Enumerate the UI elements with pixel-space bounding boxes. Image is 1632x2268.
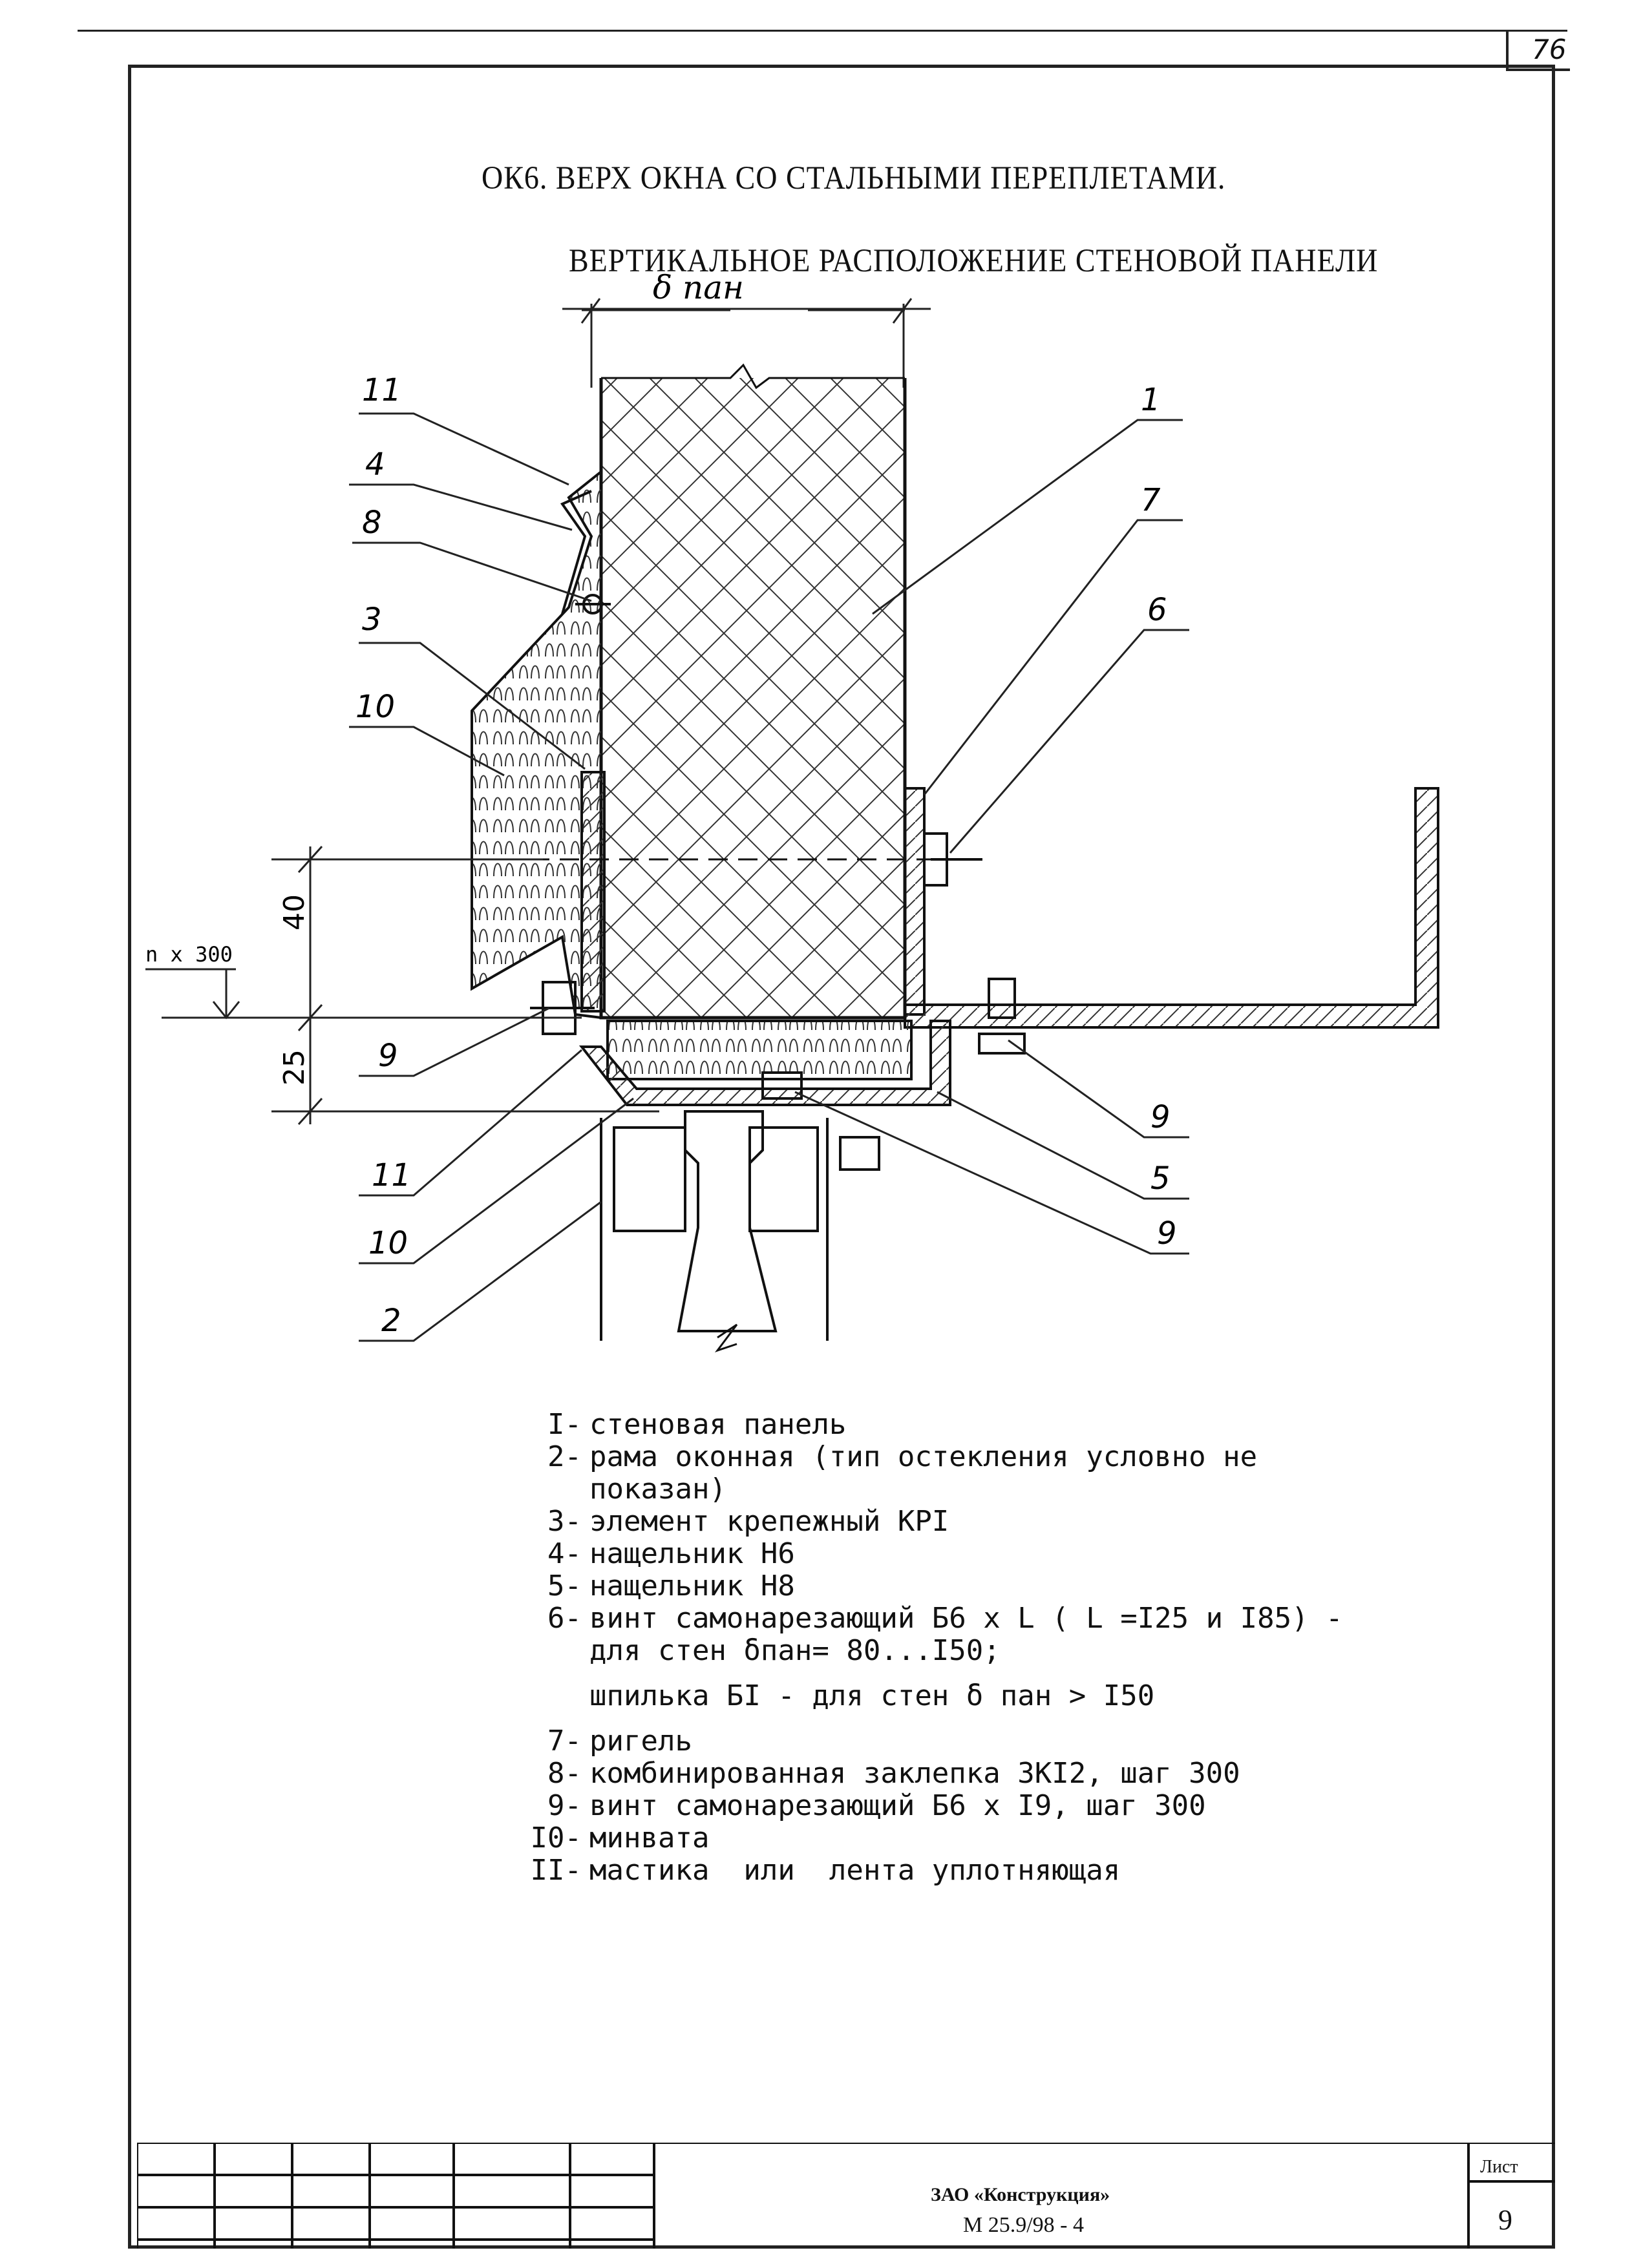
window-frame <box>600 1110 829 1352</box>
wall-panel <box>599 363 907 1020</box>
top-border-line <box>78 30 1567 32</box>
flashing-assembly <box>471 470 611 1019</box>
legend-item: I-стеновая панель <box>547 1408 847 1441</box>
legend-item: 8-комбинированная заклепка ЗКI2, шаг 300 <box>547 1757 1240 1790</box>
sheet-number: 9 <box>1498 2204 1512 2236</box>
drawing-title: ОК6. ВЕРХ ОКНА СО СТАЛЬНЫМИ ПЕРЕПЛЕТАМИ.… <box>465 116 1378 322</box>
callout-9-left: 9 <box>378 1038 398 1074</box>
panel-thickness-label: δ пан <box>653 269 744 306</box>
callout-7: 7 <box>1141 482 1161 518</box>
girder-and-bolt <box>530 787 982 1016</box>
callout-9-bottom: 9 <box>1157 1215 1177 1252</box>
legend-item: I0-минвата <box>530 1822 710 1854</box>
document-code: М 25.9/98 - 4 <box>963 2213 1084 2237</box>
title-line-1: ОК6. ВЕРХ ОКНА СО СТАЛЬНЫМИ ПЕРЕПЛЕТАМИ. <box>482 160 1226 196</box>
level-mark-label: n x 300 <box>145 942 233 967</box>
legend-item: 4-нащельник Н6 <box>547 1537 795 1570</box>
callout-1: 1 <box>1141 382 1161 418</box>
legend-item: 9-винт самонарезающий Б6 x I9, шаг 300 <box>547 1789 1206 1822</box>
dimension-25: 25 <box>278 1049 311 1086</box>
dimension-40: 40 <box>278 894 311 930</box>
legend-item-continued: для стен δпан= 80...I50; <box>589 1634 1001 1667</box>
sheet-label: Лист <box>1480 2157 1518 2177</box>
legend-item-continued: шпилька БI - для стен δ пан > I50 <box>589 1679 1155 1712</box>
callout-2: 2 <box>381 1303 401 1339</box>
legend-item: 6-винт самонарезающий Б6 x L ( L =I25 и … <box>547 1602 1343 1635</box>
bottom-flashing <box>578 1020 951 1106</box>
bolts <box>530 978 1026 1171</box>
legend-item: II-мастика или лента уплотняющая <box>530 1854 1121 1887</box>
panel-thickness-dimension <box>562 298 931 388</box>
callout-5: 5 <box>1150 1160 1171 1197</box>
title-line-2: ВЕРТИКАЛЬНОЕ РАСПОЛОЖЕНИЕ СТЕНОВОЙ ПАНЕЛ… <box>569 242 1379 278</box>
legend-item: 7-ригель <box>547 1725 692 1758</box>
organization-name: ЗАО «Конструкция» <box>931 2184 1110 2205</box>
title-block-grid <box>137 2143 1555 2249</box>
callout-9-right: 9 <box>1150 1099 1171 1135</box>
callout-11-top: 11 <box>362 372 401 408</box>
callout-10-bottom: 10 <box>368 1225 408 1261</box>
callout-11-bottom: 11 <box>372 1157 411 1193</box>
steel-channel <box>904 787 1439 1029</box>
page-number: 76 <box>1532 34 1567 65</box>
legend-item: 2-рама оконная (тип остекления условно н… <box>547 1440 1258 1473</box>
legend-item-continued: показан) <box>589 1473 726 1506</box>
legend: I-стеновая панель 2-рама оконная (тип ос… <box>517 1409 1343 1887</box>
callout-4: 4 <box>365 446 385 483</box>
callout-3: 3 <box>362 602 382 638</box>
legend-item: 5-нащельник Н8 <box>547 1570 795 1602</box>
callout-6: 6 <box>1147 592 1167 628</box>
callout-10-top: 10 <box>355 689 395 725</box>
left-dimensions <box>145 845 659 1126</box>
leader-lines <box>349 412 1189 1342</box>
legend-item: 3-элемент крепежный КРI <box>547 1505 949 1538</box>
drawing-frame <box>128 65 1555 2249</box>
page-number-box <box>1506 31 1570 71</box>
callout-8: 8 <box>362 505 382 541</box>
